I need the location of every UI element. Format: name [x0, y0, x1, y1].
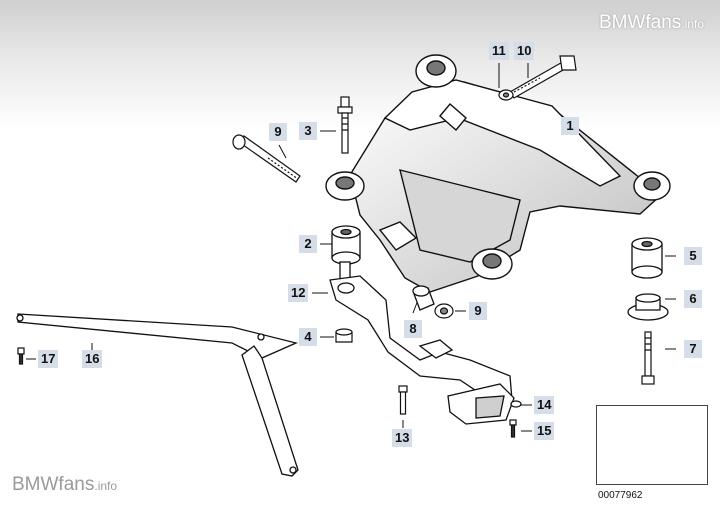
bolt-3: [337, 96, 353, 154]
rubber-mount-5: [631, 237, 663, 279]
callout-5: 5: [684, 247, 702, 265]
callout-1: 1: [561, 117, 579, 135]
watermark-bottom-suffix: .info: [94, 479, 118, 493]
diagram-code: 00077962: [598, 490, 643, 501]
callout-17: 17: [38, 350, 59, 368]
callout-6: 6: [684, 290, 702, 308]
callout-10: 10: [514, 42, 535, 60]
callout-14: 14: [534, 396, 555, 414]
stiffening-strut: [16, 313, 299, 477]
watermark-top: BMWfans.info: [599, 12, 704, 34]
bolt-17: [17, 347, 25, 365]
bolt-13: [398, 385, 408, 415]
washer-6: [627, 293, 669, 321]
bushing-8: [412, 285, 435, 311]
rubber-mount-2: [331, 225, 361, 281]
callout-11: 11: [489, 42, 509, 60]
watermark-bottom: BMWfans.info: [12, 474, 117, 496]
callout-8: 8: [404, 320, 422, 338]
callout-2: 2: [299, 235, 317, 253]
bracket-14: [447, 383, 522, 425]
callout-16: 16: [82, 350, 103, 368]
callout-12: 12: [288, 284, 309, 302]
callout-15: 15: [534, 422, 555, 440]
watermark-top-suffix: .info: [681, 17, 704, 31]
callout-4: 4: [299, 328, 317, 346]
callout-9-bolt: 9: [269, 123, 287, 141]
callout-13: 13: [392, 429, 413, 447]
bolt-15: [509, 419, 517, 438]
bracket-12: [329, 275, 513, 401]
watermark-top-brand: BMWfans: [598, 12, 682, 33]
nut-4: [335, 328, 353, 343]
bolt-9: [232, 134, 301, 183]
callout-3: 3: [299, 122, 317, 140]
rear-axle-carrier: [325, 54, 671, 293]
washer-9: [434, 303, 454, 319]
bolt-7: [641, 331, 655, 385]
watermark-bottom-brand: BMWfans: [12, 474, 95, 495]
bolt-10: [509, 55, 577, 99]
vehicle-location-inset: [596, 405, 708, 485]
leader-lines: [26, 63, 676, 432]
callout-7: 7: [684, 340, 702, 358]
washer-11: [498, 89, 514, 101]
callout-9-washer: 9: [469, 302, 487, 320]
